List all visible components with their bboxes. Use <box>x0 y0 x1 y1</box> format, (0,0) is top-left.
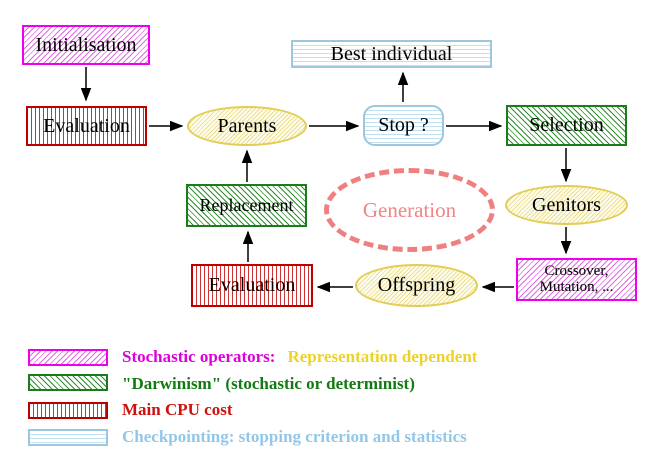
legend-label-darwinism: "Darwinism" (stochastic or determinist) <box>122 374 415 393</box>
node-parents: Parents <box>187 106 307 146</box>
node-offspring-label: Offspring <box>377 274 456 296</box>
node-crossover-label: Crossover, <box>544 262 609 279</box>
legend-swatch-cyan-stripes <box>28 428 108 446</box>
node-genitors: Genitors <box>505 185 628 225</box>
node-evaluation-top-label: Evaluation <box>43 114 130 137</box>
node-crossover-mutation: Crossover, Mutation, ... <box>516 258 637 301</box>
legend-label-representation-dependent: Representation dependent <box>287 347 478 366</box>
legend-swatch-magenta-hatch <box>28 348 108 366</box>
node-replacement-label: Replacement <box>199 195 294 216</box>
node-initialisation: Initialisation <box>22 25 150 65</box>
node-offspring: Offspring <box>355 264 478 307</box>
legend-label-checkpointing: Checkpointing: stopping criterion and st… <box>122 427 467 446</box>
legend-swatch-green-hatch <box>28 374 108 391</box>
node-mutation-label: Mutation, ... <box>539 278 614 295</box>
node-generation-label: Generation <box>362 197 457 222</box>
node-generation: Generation <box>324 168 495 252</box>
legend-label-stochastic-operators: Stochastic operators: <box>122 347 276 366</box>
node-selection-label: Selection <box>529 114 604 136</box>
legend-swatch-red-stripes <box>28 401 108 419</box>
node-genitors-label: Genitors <box>532 193 601 216</box>
node-selection: Selection <box>506 105 627 146</box>
node-evaluation-top: Evaluation <box>26 106 147 146</box>
node-stop-label: Stop ? <box>378 114 429 136</box>
node-evaluation-bottom-label: Evaluation <box>208 274 296 296</box>
node-best-individual-label: Best individual <box>330 42 453 65</box>
node-stop: Stop ? <box>363 105 444 146</box>
legend-label-main-cpu-cost: Main CPU cost <box>122 400 233 419</box>
node-best-individual: Best individual <box>291 40 492 68</box>
node-replacement: Replacement <box>186 184 307 227</box>
node-parents-label: Parents <box>217 114 277 137</box>
node-evaluation-bottom: Evaluation <box>191 264 313 307</box>
node-initialisation-label: Initialisation <box>35 33 137 56</box>
